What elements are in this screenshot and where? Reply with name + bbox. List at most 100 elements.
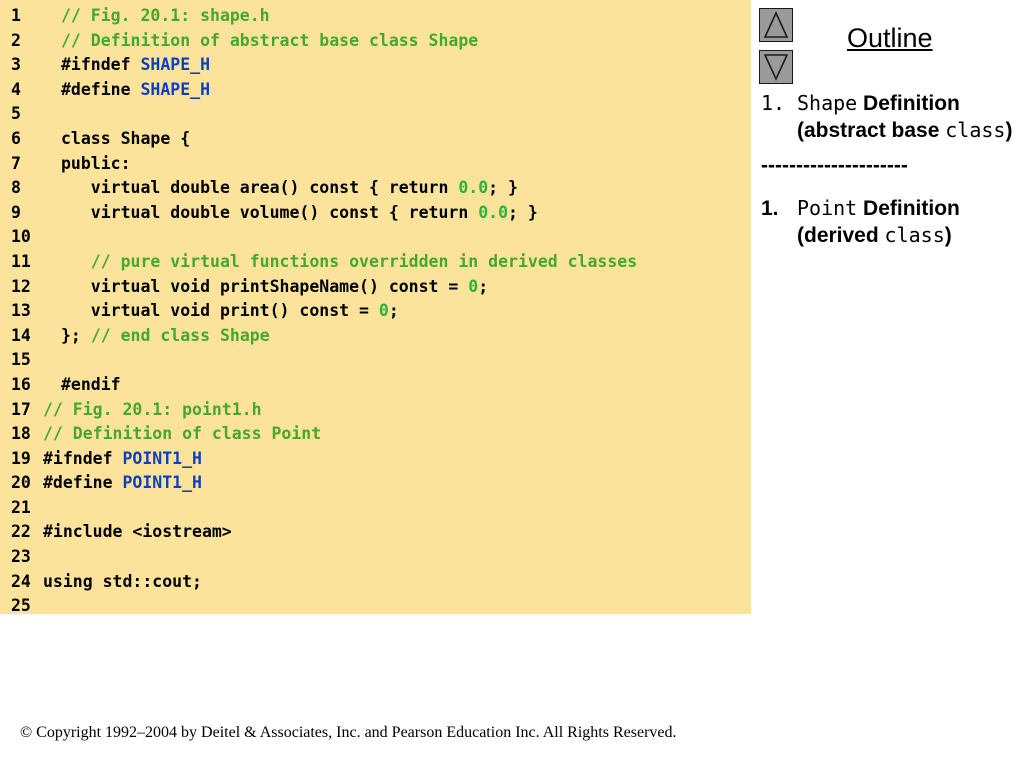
code-token: class Shape { [61, 128, 191, 148]
code-token: POINT1_H [122, 448, 202, 468]
code-line: 21 [0, 496, 751, 521]
code-line: 1 // Fig. 20.1: shape.h [0, 4, 751, 29]
line-number: 1 [11, 6, 21, 25]
code-text: #include <iostream> [43, 520, 232, 545]
code-line: 7 public: [0, 152, 751, 177]
code-line: 18 // Definition of class Point [0, 422, 751, 447]
code-token: }; [61, 325, 91, 345]
line-number: 11 [11, 251, 31, 271]
line-number: 3 [11, 55, 21, 75]
line-number: 5 [11, 104, 21, 124]
code-text: virtual void printShapeName() const = 0; [61, 275, 488, 300]
code-text: // pure virtual functions overridden in … [61, 250, 637, 275]
line-number: 17 [11, 399, 31, 419]
code-token: #ifndef [43, 448, 123, 468]
code-line: 17 // Fig. 20.1: point1.h [0, 398, 751, 423]
line-number: 15 [11, 350, 31, 370]
outline-item-code: Point [797, 196, 858, 220]
code-text: #ifndef POINT1_H [43, 447, 202, 472]
code-token: ; } [508, 202, 538, 222]
line-number: 14 [11, 325, 31, 345]
outline-item-text: Definition (derived [797, 197, 960, 247]
line-number: 7 [11, 153, 21, 173]
code-line: 2// Definition of abstract base class Sh… [0, 29, 751, 54]
outline-item-number: 1. [761, 197, 779, 220]
code-token: // end class Shape [90, 325, 270, 345]
code-line: 3 #ifndef SHAPE_H [0, 53, 751, 78]
code-token: // pure virtual functions overridden in … [61, 251, 638, 271]
code-text: #ifndef SHAPE_H [61, 53, 210, 78]
code-token: 0.0 [458, 178, 489, 198]
code-token: virtual void print() const = [61, 301, 379, 321]
code-token: virtual void printShapeName() const = [61, 276, 469, 296]
code-text: using std::cout; [43, 570, 202, 595]
code-token: SHAPE_H [140, 55, 211, 75]
code-line: 22 #include <iostream> [0, 520, 751, 545]
code-line: 19#ifndef POINT1_H [0, 447, 751, 472]
code-token: #define [61, 79, 141, 99]
outline-item-code: class [884, 223, 945, 247]
code-token: virtual double area() const { return [61, 178, 459, 198]
code-text: virtual void print() const = 0; [61, 299, 399, 324]
code-line: 8 virtual double area() const { return 0… [0, 176, 751, 201]
code-token: #include <iostream> [43, 522, 232, 542]
line-number: 12 [11, 276, 31, 296]
line-number: 10 [11, 227, 31, 247]
code-text: #define POINT1_H [43, 471, 202, 496]
code-text: // Fig. 20.1: shape.h [61, 4, 270, 29]
code-token: using std::cout; [43, 571, 202, 591]
next-slide-button[interactable] [759, 50, 793, 84]
outline-list: 1.Shape Definition (abstract base class)… [761, 90, 1016, 249]
copyright-notice: © Copyright 1992–2004 by Deitel & Associ… [20, 724, 677, 741]
code-text: #define SHAPE_H [61, 78, 210, 103]
code-text: }; // end class Shape [61, 324, 270, 349]
outline-item-code: Shape [797, 91, 858, 115]
triangle-down-icon [763, 54, 789, 81]
code-line: 23 [0, 545, 751, 570]
line-number: 16 [11, 374, 31, 394]
code-text: virtual double volume() const { return 0… [61, 201, 538, 226]
code-token: 0 [378, 301, 389, 321]
code-line: 6 class Shape { [0, 127, 751, 152]
code-token: SHAPE_H [140, 79, 211, 99]
line-number: 18 [11, 424, 31, 444]
line-number: 24 [11, 571, 31, 591]
code-token: #define [43, 473, 123, 493]
code-token: ; } [488, 178, 518, 198]
line-number: 6 [11, 128, 21, 148]
code-line: 13 virtual void print() const = 0; [0, 299, 751, 324]
code-token: // Fig. 20.1: shape.h [61, 6, 270, 25]
outline-item-text: ) [1005, 119, 1013, 142]
triangle-up-icon [763, 11, 789, 38]
line-number: 22 [11, 522, 31, 542]
code-text: virtual double area() const { return 0.0… [61, 176, 518, 201]
outline-item-shape: 1.Shape Definition (abstract base class) [761, 90, 1016, 144]
code-token: 0.0 [478, 202, 509, 222]
code-token: // Fig. 20.1: point1.h [43, 399, 262, 419]
code-text: public: [61, 152, 131, 177]
code-line: 9 virtual double volume() const { return… [0, 201, 751, 226]
outline-item-number: 1. [761, 91, 786, 115]
code-text: // Definition of class Point [43, 422, 321, 447]
code-token: POINT1_H [122, 473, 202, 493]
code-line: 16 #endif [0, 373, 751, 398]
code-text: class Shape { [61, 127, 190, 152]
code-text: // Definition of abstract base class Sha… [61, 29, 478, 54]
code-line: 25 [0, 594, 751, 619]
code-token: // Definition of class Point [43, 424, 322, 444]
code-line: 4#define SHAPE_H [0, 78, 751, 103]
outline-item-point: 1.Point Definition (derived class) [761, 195, 1016, 249]
code-text: #endif [61, 373, 121, 398]
previous-slide-button[interactable] [759, 8, 793, 42]
code-token: ; [478, 276, 489, 296]
code-token: #endif [61, 374, 121, 394]
line-number: 21 [11, 497, 31, 517]
code-token: // Definition of abstract base class Sha… [61, 30, 479, 50]
code-line: 20#define POINT1_H [0, 471, 751, 496]
code-line: 14}; // end class Shape [0, 324, 751, 349]
line-number: 13 [11, 301, 31, 321]
code-line: 11 // pure virtual functions overridden … [0, 250, 751, 275]
code-line: 12 virtual void printShapeName() const =… [0, 275, 751, 300]
code-line: 24 using std::cout; [0, 570, 751, 595]
line-number: 25 [11, 596, 31, 616]
